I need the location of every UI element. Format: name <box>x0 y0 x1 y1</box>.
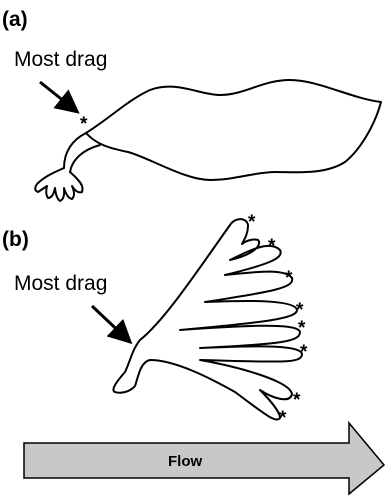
panel-b-drag-markers: * * * * * * * * <box>248 212 308 429</box>
flow-label: Flow <box>168 453 202 470</box>
panel-b-most-drag-label: Most drag <box>14 272 107 295</box>
flow-arrow: Flow <box>24 423 384 494</box>
panel-b-drag-arrow <box>92 306 128 340</box>
panel-b-marker: * <box>279 408 287 429</box>
panel-b-marker: * <box>298 318 306 339</box>
panel-b-marker: * <box>248 212 256 233</box>
panel-a-most-drag-label: Most drag <box>14 48 107 71</box>
panel-b-marker: * <box>285 268 293 289</box>
flow-arrow-shape <box>24 423 384 494</box>
panel-b-label: (b) <box>2 228 29 251</box>
panel-b-marker: * <box>293 390 301 411</box>
panel-b-marker: * <box>300 342 308 363</box>
panel-a-blade-outline <box>86 80 381 180</box>
panel-a-label: (a) <box>2 8 28 31</box>
panel-b-marker: * <box>268 236 276 257</box>
panel-a-holdfast <box>35 168 82 201</box>
panel-a-drag-arrow <box>40 82 75 110</box>
panel-b: (b) Most drag * * * * * * * * <box>2 212 308 429</box>
panel-a-stipe <box>64 133 86 168</box>
panel-a: (a) Most drag * <box>2 8 381 201</box>
panel-a-stipe-inner <box>70 145 100 172</box>
